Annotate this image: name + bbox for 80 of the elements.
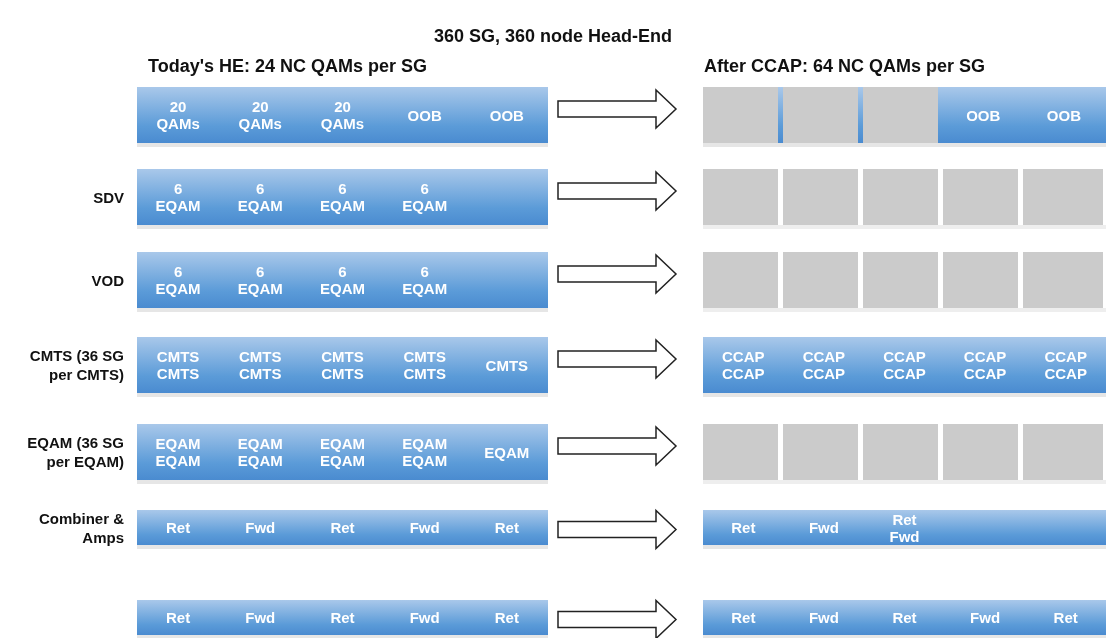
empty-slot <box>863 424 938 480</box>
slot-label: 6 EQAM <box>236 263 284 297</box>
slot-label: Ret <box>1052 609 1079 626</box>
row-label: Combiner & Amps <box>38 508 124 547</box>
block-arrow <box>557 425 678 467</box>
row-label: SDV <box>92 187 124 207</box>
slot-label: CMTS CMTS <box>238 348 283 382</box>
slot-label: Fwd <box>969 609 1002 626</box>
slot-label: Fwd <box>807 519 840 536</box>
slot-label: CMTS CMTS <box>402 348 447 382</box>
slot-label: OOB <box>488 106 525 124</box>
title: 360 SG, 360 node Head-End <box>432 26 674 47</box>
slot-label: Fwd <box>807 609 840 626</box>
slot-label: Ret <box>493 519 520 536</box>
slot-label: OOB <box>965 106 1002 124</box>
slot-label: 20 QAMs <box>155 98 201 132</box>
block-arrow <box>557 598 678 638</box>
empty-slot <box>703 252 778 308</box>
column-heading: Today's HE: 24 NC QAMs per SG <box>148 56 427 77</box>
empty-slot <box>943 424 1018 480</box>
slot-label: 20 QAMs <box>237 98 283 132</box>
block-arrow <box>557 508 678 551</box>
slot-label: Fwd <box>244 519 277 536</box>
slot-label: Ret <box>165 609 192 626</box>
slot-label: CCAP CCAP <box>721 348 766 382</box>
slot-label: 20 QAMs <box>319 98 366 132</box>
slot-label: 6 EQAM <box>401 263 449 297</box>
block-arrow <box>557 88 678 130</box>
slot-label: Ret <box>165 519 192 536</box>
empty-slot <box>703 169 778 225</box>
slot-label: 6 EQAM <box>154 180 202 214</box>
slot-label: 6 EQAM <box>318 263 366 297</box>
slot-label: EQAM EQAM <box>236 435 284 469</box>
slot-label: Ret <box>329 609 356 626</box>
slot-label: EQAM EQAM <box>154 435 202 469</box>
slot-label: Ret <box>730 519 757 536</box>
block-arrow <box>557 170 678 212</box>
empty-slot <box>703 424 778 480</box>
slot-label: Fwd <box>408 519 441 536</box>
slot-label: Fwd <box>244 609 277 626</box>
slot-label: EQAM <box>483 443 531 461</box>
row-label: VOD <box>90 270 124 290</box>
slot-label: OOB <box>1045 106 1082 124</box>
block-arrow <box>557 338 678 380</box>
empty-slot <box>783 252 858 308</box>
slot-label: CMTS <box>484 356 530 374</box>
slot-label: Ret <box>730 609 757 626</box>
empty-slot <box>943 252 1018 308</box>
rack-bar <box>703 600 1106 635</box>
slot-label: 6 EQAM <box>318 180 366 214</box>
empty-slot <box>943 169 1018 225</box>
slot-label: CCAP CCAP <box>801 348 847 382</box>
slot-label: 6 EQAM <box>154 263 202 297</box>
slot-label: EQAM EQAM <box>318 435 366 469</box>
slot-label: Fwd <box>408 609 441 626</box>
slot-label: OOB <box>406 106 443 124</box>
empty-slot <box>1023 424 1103 480</box>
column-heading: After CCAP: 64 NC QAMs per SG <box>704 56 986 77</box>
block-arrow <box>557 253 678 295</box>
slot-label: 6 EQAM <box>236 180 284 214</box>
empty-slot <box>1023 252 1103 308</box>
empty-slot <box>863 252 938 308</box>
slot-label: Ret <box>329 519 356 536</box>
empty-slot <box>1023 169 1103 225</box>
slot-label: Ret <box>891 609 918 626</box>
slot-label: 6 EQAM <box>401 180 449 214</box>
empty-slot <box>783 169 858 225</box>
empty-slot <box>783 424 858 480</box>
slot-label: CCAP CCAP <box>1043 348 1088 382</box>
slot-label: EQAM EQAM <box>401 435 449 469</box>
slot-label: Ret Fwd <box>888 510 921 545</box>
row-label: CMTS (36 SG per CMTS) <box>28 346 124 384</box>
slot-label: CCAP CCAP <box>882 348 927 382</box>
rack-bar <box>137 600 548 635</box>
empty-slot <box>863 169 938 225</box>
slot-label: CMTS CMTS <box>155 348 201 382</box>
slot-label: CMTS CMTS <box>320 348 365 382</box>
row-label: EQAM (36 SG per EQAM) <box>26 433 124 471</box>
slot-label: Ret <box>493 609 520 626</box>
slot-label: CCAP CCAP <box>962 348 1008 382</box>
